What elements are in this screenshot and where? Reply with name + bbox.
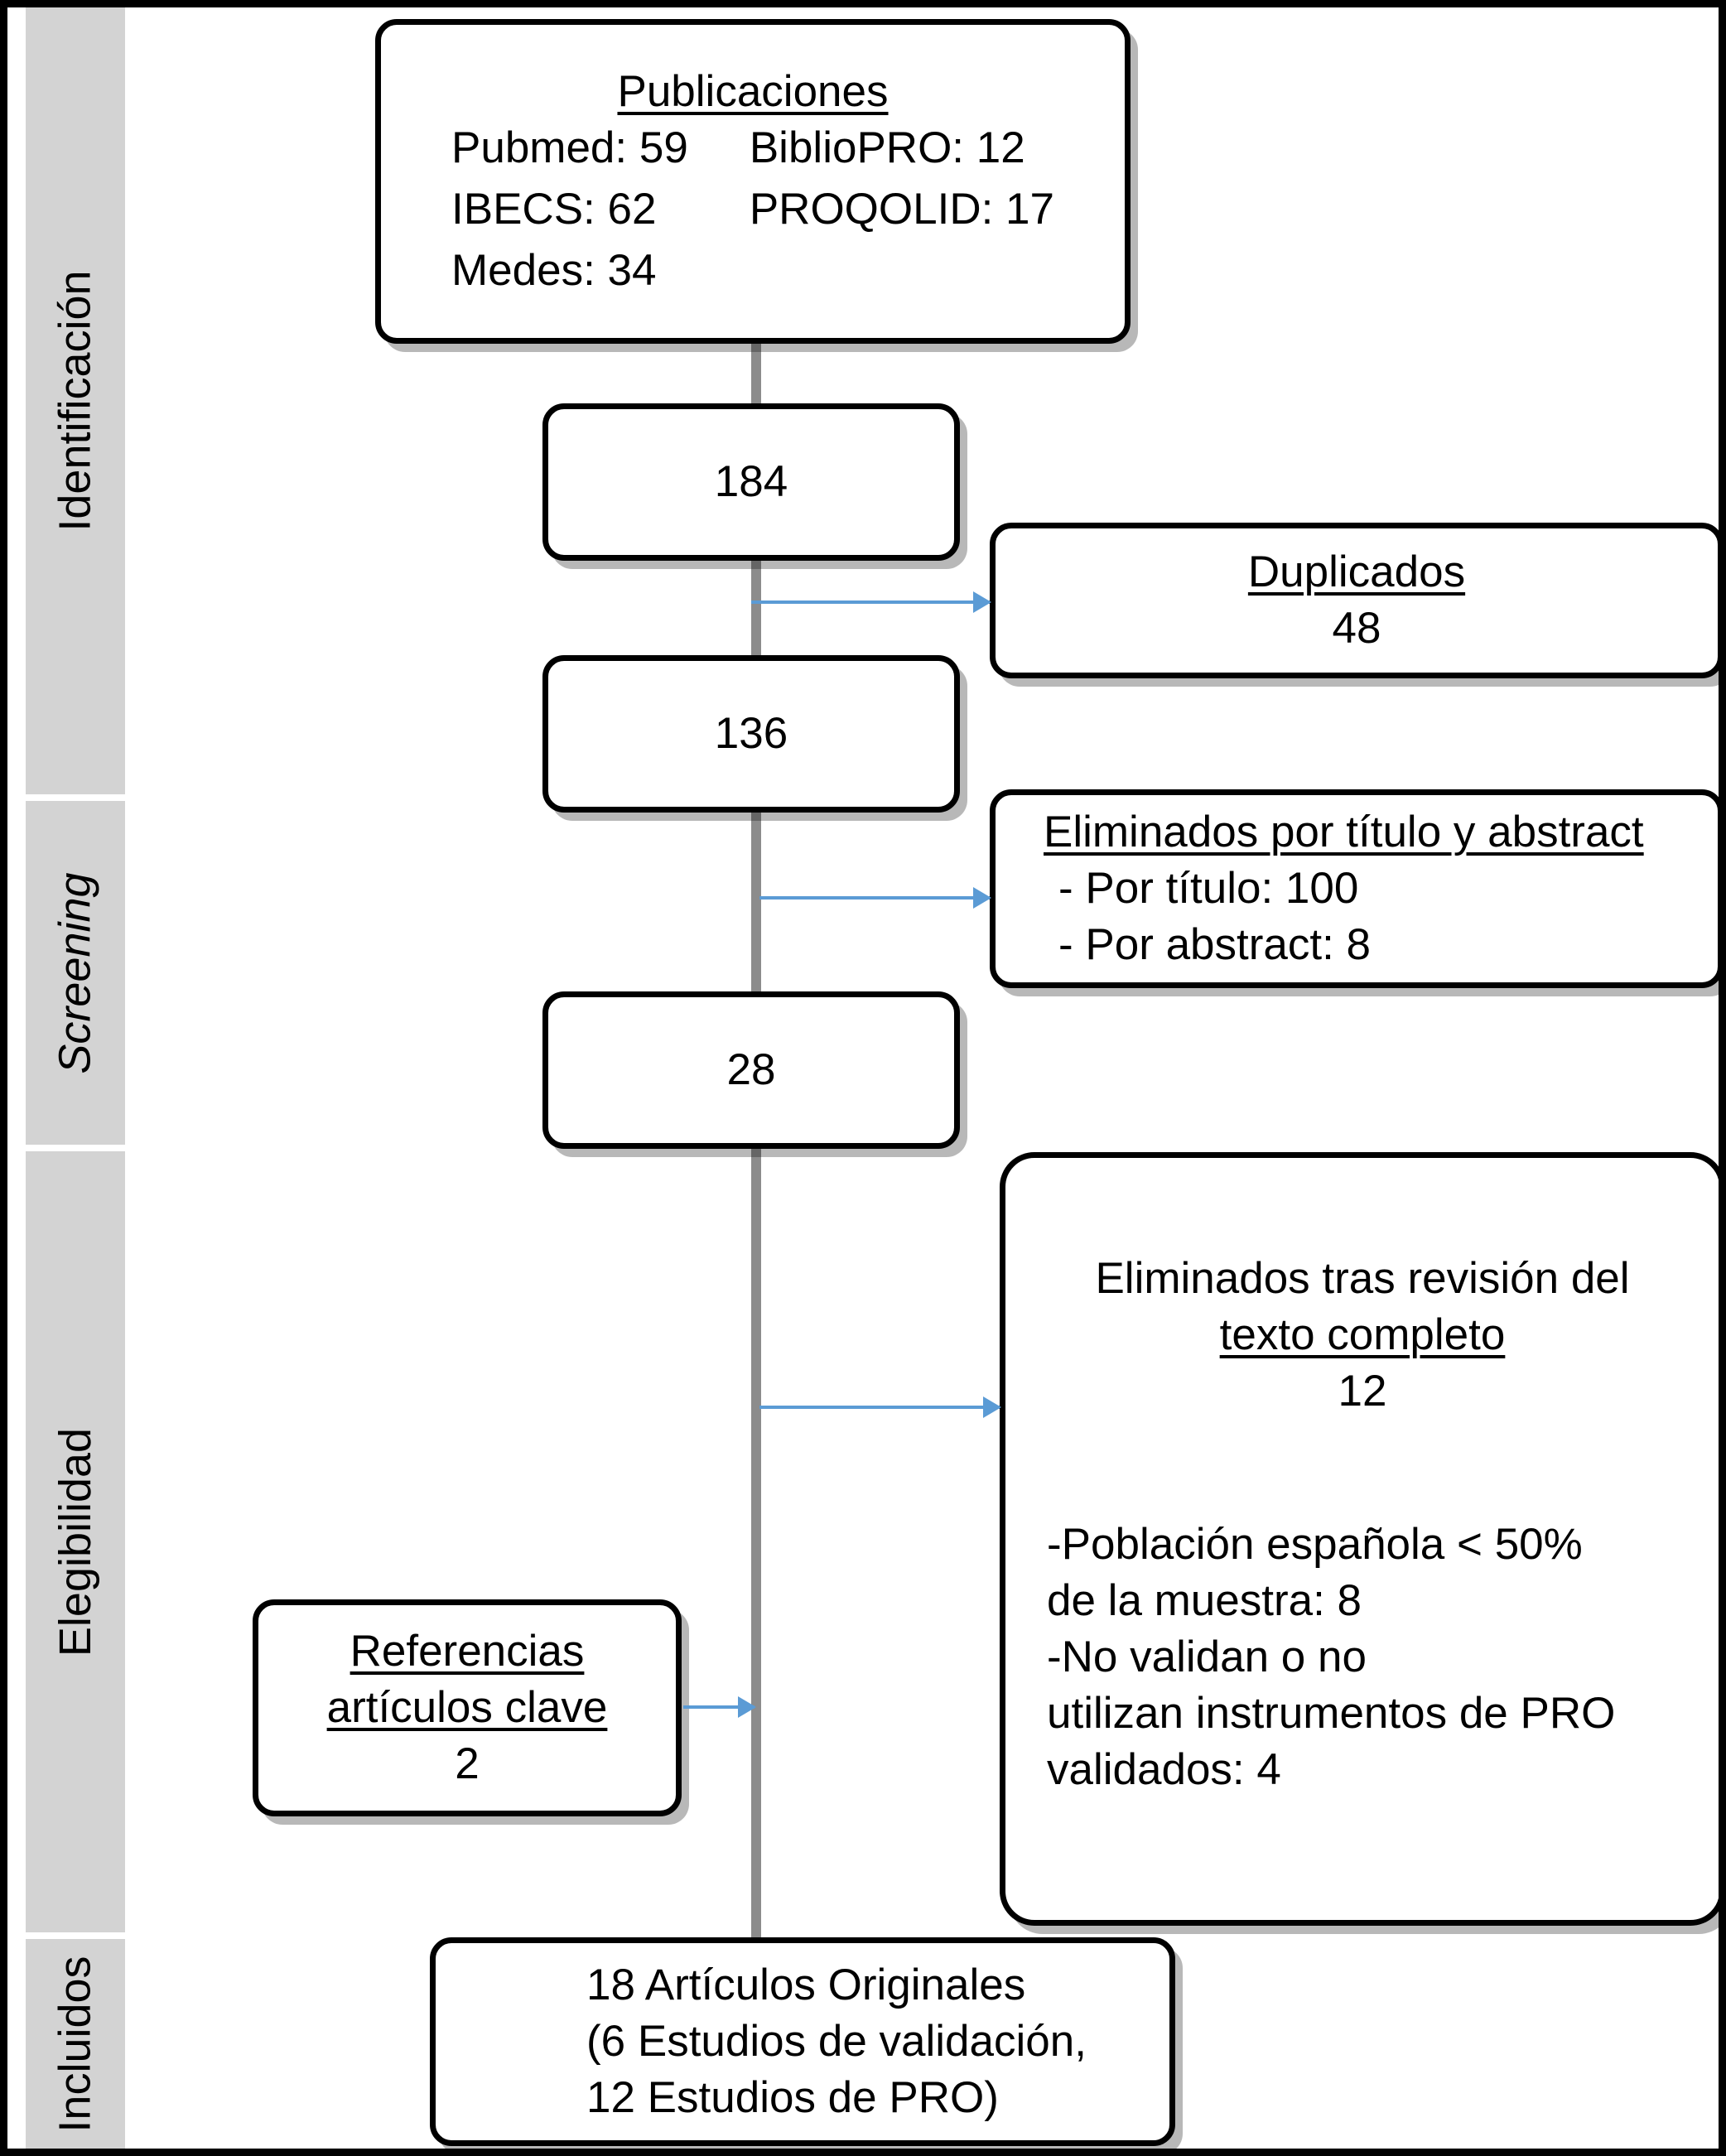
node-key-article-references: Referencias artículos clave 2 — [253, 1599, 682, 1816]
source-proqolid: PROQOLID: 17 — [749, 185, 1054, 234]
arrow-to-excluded-full-text — [759, 1396, 1001, 1418]
excluded-by-title: - Por título: 100 — [1058, 864, 1359, 914]
records-after-duplicates-count: 136 — [714, 709, 788, 759]
excluded-title-abstract-heading: Eliminados por título y abstract — [1044, 808, 1644, 857]
included-line-1: 18 Artículos Originales — [586, 1961, 1026, 2010]
source-pubmed: Pubmed: 59 — [451, 123, 688, 173]
key-references-count: 2 — [455, 1739, 480, 1788]
excluded-reason-2b: utilizan instrumentos de PRO — [1047, 1688, 1616, 1738]
node-full-text-assessed: 28 — [542, 991, 960, 1149]
stage-label-identificacion: Identificación — [51, 270, 101, 532]
stage-sidebar: Identificación Screening Elegibilidad In… — [7, 7, 125, 2149]
duplicates-heading: Duplicados — [1247, 547, 1466, 597]
excluded-full-text-heading-line2: texto completo — [1219, 1310, 1506, 1359]
flow-connector-line — [751, 332, 761, 1997]
full-text-assessed-count: 28 — [726, 1045, 776, 1095]
stage-band-elegibilidad: Elegibilidad — [26, 1151, 125, 1932]
node-records-after-duplicates: 136 — [542, 655, 960, 813]
stage-band-identificacion: Identificación — [26, 7, 125, 794]
key-references-heading-line1: Referencias — [350, 1627, 585, 1676]
node-excluded-title-abstract: Eliminados por título y abstract - Por t… — [990, 789, 1719, 988]
included-line-3: 12 Estudios de PRO) — [586, 2072, 999, 2122]
node-publications: Publicaciones Pubmed: 59 BiblioPRO: 12 I… — [375, 19, 1131, 344]
excluded-reason-2a: -No validan o no — [1047, 1633, 1367, 1682]
source-medes: Medes: 34 — [451, 245, 657, 295]
arrow-to-excluded-title-abstract — [759, 887, 991, 909]
node-excluded-full-text: Eliminados tras revisión del texto compl… — [1000, 1152, 1719, 1926]
records-identified-count: 184 — [714, 457, 788, 507]
stage-band-incluidos: Incluidos — [26, 1939, 125, 2149]
publications-sources: Pubmed: 59 BiblioPRO: 12 IBECS: 62 PROQO… — [451, 120, 1054, 298]
source-bibliopro: BiblioPRO: 12 — [749, 123, 1025, 173]
arrow-from-key-references — [683, 1696, 756, 1718]
duplicates-count: 48 — [1332, 604, 1381, 653]
node-included-studies: 18 Artículos Originales (6 Estudios de v… — [430, 1937, 1175, 2146]
excluded-full-text-count: 12 — [1338, 1366, 1387, 1416]
arrow-to-duplicates — [751, 591, 991, 613]
key-references-heading-line2: artículos clave — [326, 1683, 608, 1733]
excluded-reason-1b: de la muestra: 8 — [1047, 1576, 1362, 1626]
excluded-by-abstract: - Por abstract: 8 — [1058, 919, 1372, 969]
publications-heading: Publicaciones — [617, 67, 889, 117]
source-ibecs: IBECS: 62 — [451, 185, 657, 234]
stage-label-screening: Screening — [51, 871, 101, 1074]
node-records-identified: 184 — [542, 403, 960, 561]
node-duplicates: Duplicados 48 — [990, 523, 1719, 678]
included-line-2: (6 Estudios de validación, — [586, 2017, 1087, 2067]
excluded-reason-2c: validados: 4 — [1047, 1744, 1281, 1794]
excluded-full-text-heading-line1: Eliminados tras revisión del — [1095, 1254, 1630, 1303]
excluded-reason-1a: -Población española < 50% — [1047, 1520, 1583, 1570]
stage-label-elegibilidad: Elegibilidad — [51, 1427, 101, 1657]
stage-band-screening: Screening — [26, 801, 125, 1145]
stage-label-incluidos: Incluidos — [51, 1955, 101, 2133]
